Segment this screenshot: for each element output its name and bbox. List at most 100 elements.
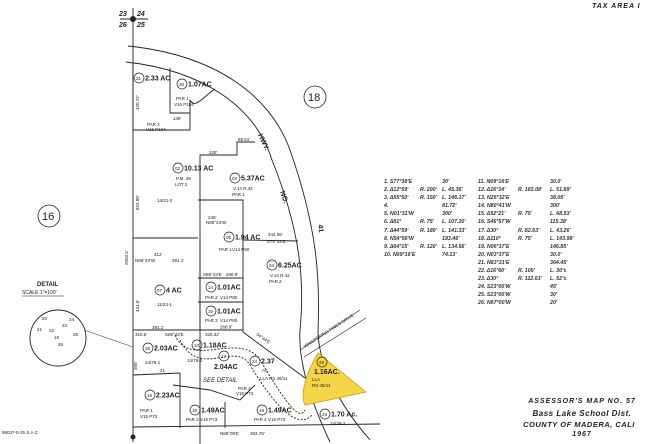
parcel-sub: P.M. 39 [176, 176, 191, 181]
parcel-ref: 11/23-1 [157, 302, 172, 307]
parcel-number: 26 [145, 346, 151, 351]
parcel-number: 02 [175, 166, 181, 171]
annot: V15 P73 [236, 391, 254, 396]
parcel-number: 05 [226, 235, 232, 240]
corner-nw: 23 [118, 11, 127, 18]
annot: 310.5' [135, 332, 147, 337]
course-cell: 300' [550, 203, 561, 210]
detail-label: 20 [42, 316, 48, 321]
course-row: 15. Δ52°21'R. 75'L. 68.53' [478, 210, 582, 218]
hwy-number-label: 41 [316, 224, 324, 233]
course-cell: 146.85' [550, 243, 568, 250]
course-cell: R. 120' [420, 243, 437, 250]
parcel-number-circle [218, 350, 230, 362]
course-cell: L. 51.89' [550, 187, 571, 194]
parcel-ref: V16 P104 [174, 102, 194, 107]
parcel-number: 07 [157, 288, 163, 293]
corner-se: 25 [136, 22, 145, 29]
hwy-label: HWY. [256, 133, 270, 152]
parcel-ref: V15 P73 [200, 417, 218, 422]
parcel-number-circle [223, 231, 235, 243]
detail-circle [29, 309, 87, 367]
corner-ne: 24 [136, 11, 145, 18]
parcel-number-circle [266, 259, 278, 271]
annot: 391.1' [152, 325, 164, 330]
course-cell: 6. Δ81° [384, 219, 402, 226]
course-cell: 20. N03°37'E [478, 251, 510, 258]
parcel-area: 1.49AC [268, 408, 292, 415]
parcel-ref: LOT 2 [175, 182, 188, 187]
detail-scale: SCALE 1"=100' [22, 290, 57, 296]
course-cell: 3. Δ55°50' [384, 195, 409, 202]
parcel-ref: PAR.1 [232, 192, 245, 197]
course-cell: 74.13' [442, 251, 457, 258]
parcel-ref: LLA RS 45/11 [260, 376, 288, 381]
parcel-number: 04 [269, 263, 275, 268]
annot: 300' [133, 361, 138, 370]
parcel-number: 18 [192, 408, 198, 413]
course-cell: 30' [442, 179, 450, 185]
course-cell: 21. N83°31'E [478, 259, 510, 266]
parcel-number: 03 [232, 176, 238, 181]
annot: 268.9' [226, 272, 238, 277]
course-row: 17. Δ30°R. 82.63'L. 43.26' [478, 227, 582, 235]
title-line1: ASSESSOR'S MAP NO. 57 [528, 398, 636, 405]
annot: PAR 2 [147, 122, 160, 127]
parcel-area: 2.03AC [154, 346, 178, 353]
course-cell: 24. S23°00'W [478, 284, 511, 291]
parcel-ref: V15 P73 [140, 414, 158, 419]
course-cell: L. 107.20' [442, 219, 466, 226]
course-cell [420, 235, 442, 243]
parcel-area: 1.70 Ac. [331, 412, 357, 419]
parcel-number-circle [133, 72, 145, 84]
course-cell [420, 251, 442, 259]
parcel-ref: V14 P80 [220, 295, 238, 300]
course-cell [420, 202, 442, 210]
course-cell: L. 45.36' [442, 187, 463, 194]
course-cell: 38.05' [550, 195, 565, 202]
course-cell [518, 283, 550, 291]
course-cell [518, 259, 550, 267]
course-cell: 20' [550, 300, 558, 307]
parcel-area: 2.04AC [214, 364, 238, 371]
detail-label: 24 [69, 317, 75, 322]
title-line2: Bass Lake School Dist. [532, 409, 632, 418]
detail-leader [83, 329, 134, 348]
annot: 21 [160, 368, 166, 373]
footer-code: 99037-0-25 S.A.C. [2, 430, 39, 435]
detail-label: 23 [62, 323, 68, 328]
course-cell: R. 82.63' [518, 227, 540, 234]
parcel-number-circle [142, 342, 154, 354]
course-cell: 5. N01°31'W [384, 211, 414, 218]
parcel-area: 1.07AC [188, 82, 212, 89]
annot: S76°43'E [267, 239, 286, 244]
parcel-sub: LLA [312, 377, 320, 382]
course-cell: 11. N09°16'E [478, 179, 509, 185]
south-boundary [132, 423, 381, 428]
course-cell: 1. S77°38'E [384, 179, 413, 185]
parcel-area: 1.94 AC [235, 235, 260, 242]
parcel-ref: V15 P73 [268, 417, 286, 422]
parcel-number-circle [172, 162, 184, 174]
course-row: 23. Δ30°R. 112.63'L. 52'± [478, 275, 582, 283]
parcel-area: 1.49AC [201, 408, 225, 415]
course-cell: L. 43.26' [550, 227, 571, 234]
course-cell: 364.45' [550, 259, 568, 266]
annot: 14/21-2 [157, 198, 173, 203]
course-cell: 26. N67°00'W [478, 300, 511, 307]
course-cell: 25. S23°00'W [478, 292, 511, 299]
course-cell: 115.38' [550, 219, 568, 226]
detail-label: 19 [54, 335, 60, 340]
annot: 412' [154, 252, 163, 257]
parcel-ref: RS 45/11 [312, 383, 331, 388]
course-cell [518, 218, 550, 226]
parcel-number-circle [229, 172, 241, 184]
course-cell: R. 150' [420, 195, 437, 202]
parcel-ref: PAR.2 [269, 279, 282, 284]
